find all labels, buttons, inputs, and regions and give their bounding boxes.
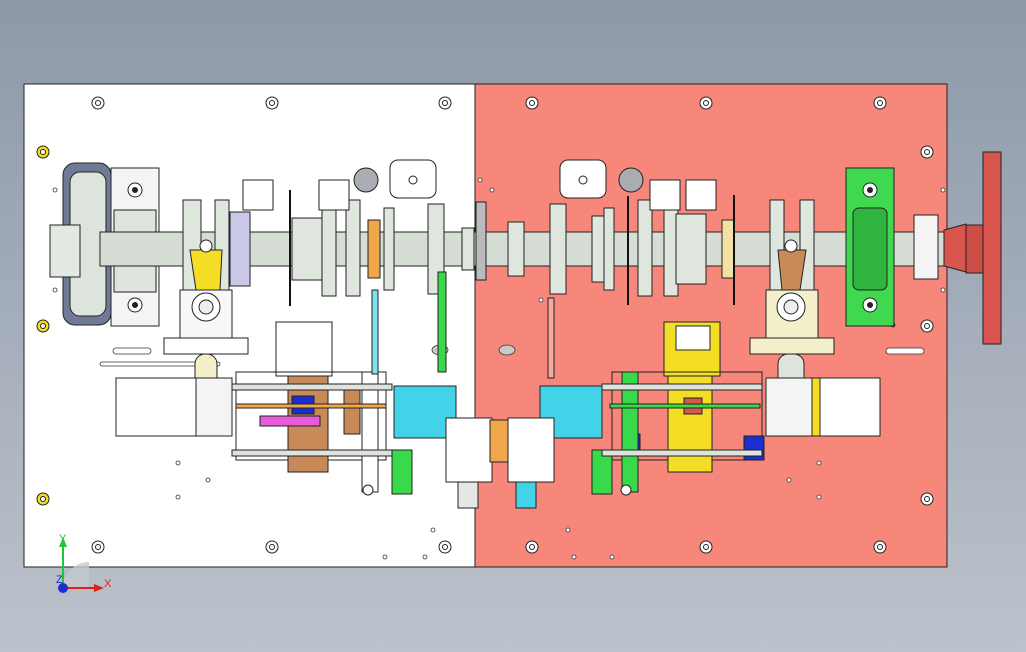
small-holes <box>52 177 946 560</box>
right-motor-housing[interactable] <box>765 377 881 437</box>
center-clamp-unit[interactable] <box>391 417 613 509</box>
left-flywheel[interactable] <box>49 162 112 326</box>
axis-x-label: X <box>104 578 112 590</box>
axis-y-label: Y <box>59 533 67 545</box>
left-motor-housing[interactable] <box>115 377 233 437</box>
guide-rods <box>231 383 763 457</box>
axis-z-label: Z <box>56 574 63 586</box>
vertical-rods <box>289 190 735 306</box>
right-bearing-block[interactable] <box>845 167 895 327</box>
handwheel[interactable] <box>913 151 1002 345</box>
upper-brackets <box>242 159 717 211</box>
plate-bolt-holes <box>91 96 934 554</box>
yellow-locator-holes <box>36 145 50 506</box>
coordinate-triad: X Y Z <box>56 533 112 593</box>
